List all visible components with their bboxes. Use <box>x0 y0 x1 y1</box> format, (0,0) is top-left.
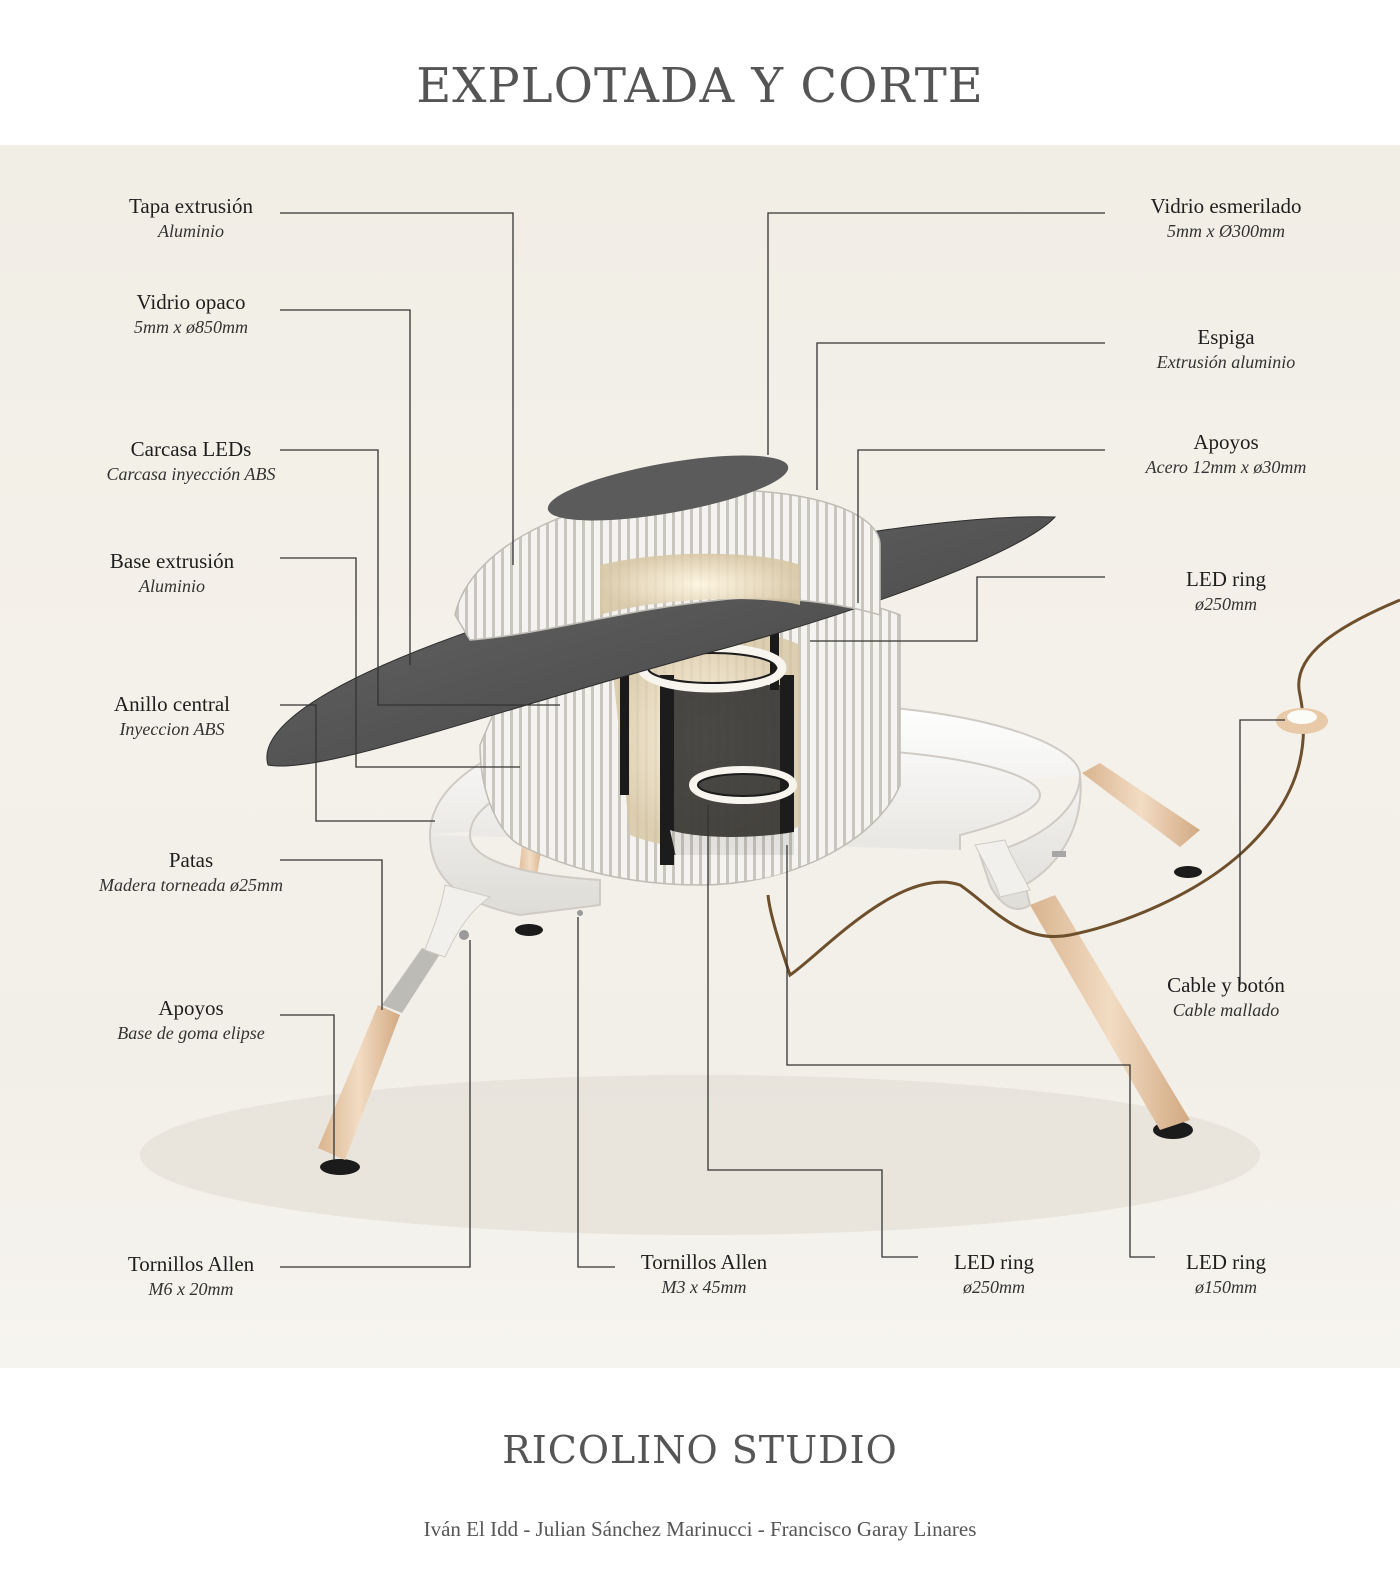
label-spec: Carcasa inyección ABS <box>106 464 276 484</box>
label-name: LED ring <box>1186 1250 1266 1274</box>
label-name: Patas <box>168 848 214 872</box>
label-vidrio-esmerilado: Vidrio esmerilado 5mm x Ø300mm <box>1096 193 1356 243</box>
label-name: Apoyos <box>158 996 224 1020</box>
wood-leg-left-upper <box>382 948 440 1013</box>
rubber-foot-back-right <box>1174 866 1202 878</box>
exploded-lamp-illustration <box>140 212 1400 1268</box>
label-name: Anillo central <box>113 692 231 716</box>
label-spec: Extrusión aluminio <box>1156 352 1296 372</box>
label-led-ring-150: LED ring ø150mm <box>1096 1249 1356 1299</box>
screw-m3 <box>577 910 583 916</box>
cable-button-top <box>1287 710 1317 724</box>
authors-credit: Iván El Idd - Julian Sánchez Marinucci -… <box>423 1517 977 1541</box>
leader-lines <box>280 212 1285 1268</box>
leader-vidrio-opaco <box>280 309 411 665</box>
label-spec: Base de goma elipse <box>117 1023 265 1043</box>
label-tornillos-m3: Tornillos Allen M3 x 45mm <box>574 1249 834 1299</box>
frosted-glass-disk <box>547 455 789 521</box>
leader-apoyos-left <box>280 1014 335 1160</box>
support-ring-arm-right <box>974 839 1031 898</box>
label-led-ring-250-bottom: LED ring ø250mm <box>864 1249 1124 1299</box>
label-tapa-extrusion: Tapa extrusión Aluminio <box>61 193 321 243</box>
label-spec: ø250mm <box>963 1277 1025 1297</box>
label-espiga: Espiga Extrusión aluminio <box>1096 324 1356 374</box>
leader-carcasa <box>280 449 560 706</box>
label-name: LED ring <box>1186 567 1266 591</box>
leader-espiga <box>816 342 1105 490</box>
label-spec: ø250mm <box>1195 594 1257 614</box>
screw-right <box>1052 851 1066 857</box>
label-name: Espiga <box>1197 325 1255 349</box>
label-spec: Aluminio <box>139 576 205 596</box>
label-name: Apoyos <box>1193 430 1259 454</box>
label-name: Base extrusión <box>109 549 235 573</box>
label-apoyos-right: Apoyos Acero 12mm x ø30mm <box>1096 429 1356 479</box>
leader-patas <box>280 859 383 1010</box>
label-name: Vidrio esmerilado <box>1150 194 1302 218</box>
leader-apoyos-right <box>857 449 1105 603</box>
label-spec: ø150mm <box>1195 1277 1257 1297</box>
wood-leg-right <box>1030 895 1190 1130</box>
label-spec: Inyeccion ABS <box>119 719 225 739</box>
exploded-view-panel: Tapa extrusión Aluminio Vidrio opaco 5mm… <box>0 145 1400 1368</box>
leader-base <box>280 557 520 768</box>
label-anillo-central: Anillo central Inyeccion ABS <box>42 691 302 741</box>
leader-led-250-bottom <box>707 805 918 1258</box>
led-ring-150 <box>689 766 797 804</box>
screw-m6 <box>459 930 469 940</box>
label-name: Cable y botón <box>1167 973 1285 997</box>
label-apoyos-left: Apoyos Base de goma elipse <box>61 995 321 1045</box>
rubber-foot-left <box>320 1159 360 1175</box>
leader-anillo <box>280 704 435 822</box>
leader-vidrio-esmerilado <box>767 212 1105 455</box>
label-spec: Madera torneada ø25mm <box>99 875 283 895</box>
rubber-foot-back-left <box>515 924 543 936</box>
wood-leg-left <box>318 1005 400 1160</box>
floor-shadow <box>140 1075 1260 1235</box>
label-spec: 5mm x ø850mm <box>134 317 248 337</box>
label-led-ring-250-right: LED ring ø250mm <box>1096 566 1356 616</box>
label-name: Tapa extrusión <box>129 194 253 218</box>
leader-cable <box>1239 719 1285 985</box>
studio-name: RICOLINO STUDIO <box>502 1428 898 1472</box>
central-frame-right-post <box>780 675 794 855</box>
leader-tornillos-m6 <box>280 940 471 1268</box>
label-name: Carcasa LEDs <box>130 437 252 461</box>
leader-tornillos-m3 <box>577 917 615 1268</box>
leader-led-150 <box>786 845 1155 1258</box>
label-spec: Aluminio <box>158 221 224 241</box>
label-spec: M6 x 20mm <box>148 1279 234 1299</box>
label-spec: 5mm x Ø300mm <box>1167 221 1285 241</box>
page-title: EXPLOTADA Y CORTE <box>416 58 984 114</box>
label-name: Tornillos Allen <box>640 1250 768 1274</box>
label-name: Vidrio opaco <box>136 290 246 314</box>
leader-tapa <box>280 212 514 565</box>
mesh-cable <box>766 598 1400 978</box>
label-vidrio-opaco: Vidrio opaco 5mm x ø850mm <box>61 289 321 339</box>
leader-led-250-right <box>810 576 1105 642</box>
label-name: Tornillos Allen <box>127 1252 255 1276</box>
label-spec: M3 x 45mm <box>661 1277 747 1297</box>
top-housing-inner <box>600 553 800 615</box>
label-carcasa-leds: Carcasa LEDs Carcasa inyección ABS <box>61 436 321 486</box>
label-cable-boton: Cable y botón Cable mallado <box>1096 972 1356 1022</box>
label-spec: Cable mallado <box>1172 1000 1280 1020</box>
label-name: LED ring <box>954 1250 1034 1274</box>
label-tornillos-m6: Tornillos Allen M6 x 20mm <box>61 1251 321 1301</box>
central-frame-left-post <box>660 675 674 865</box>
support-ring-arm-left <box>424 884 492 958</box>
label-spec: Acero 12mm x ø30mm <box>1145 457 1307 477</box>
led-ring-150-inner <box>697 773 789 797</box>
label-patas: Patas Madera torneada ø25mm <box>61 847 321 897</box>
wood-leg-back-right <box>1082 763 1200 847</box>
label-base-extrusion: Base extrusión Aluminio <box>42 548 302 598</box>
